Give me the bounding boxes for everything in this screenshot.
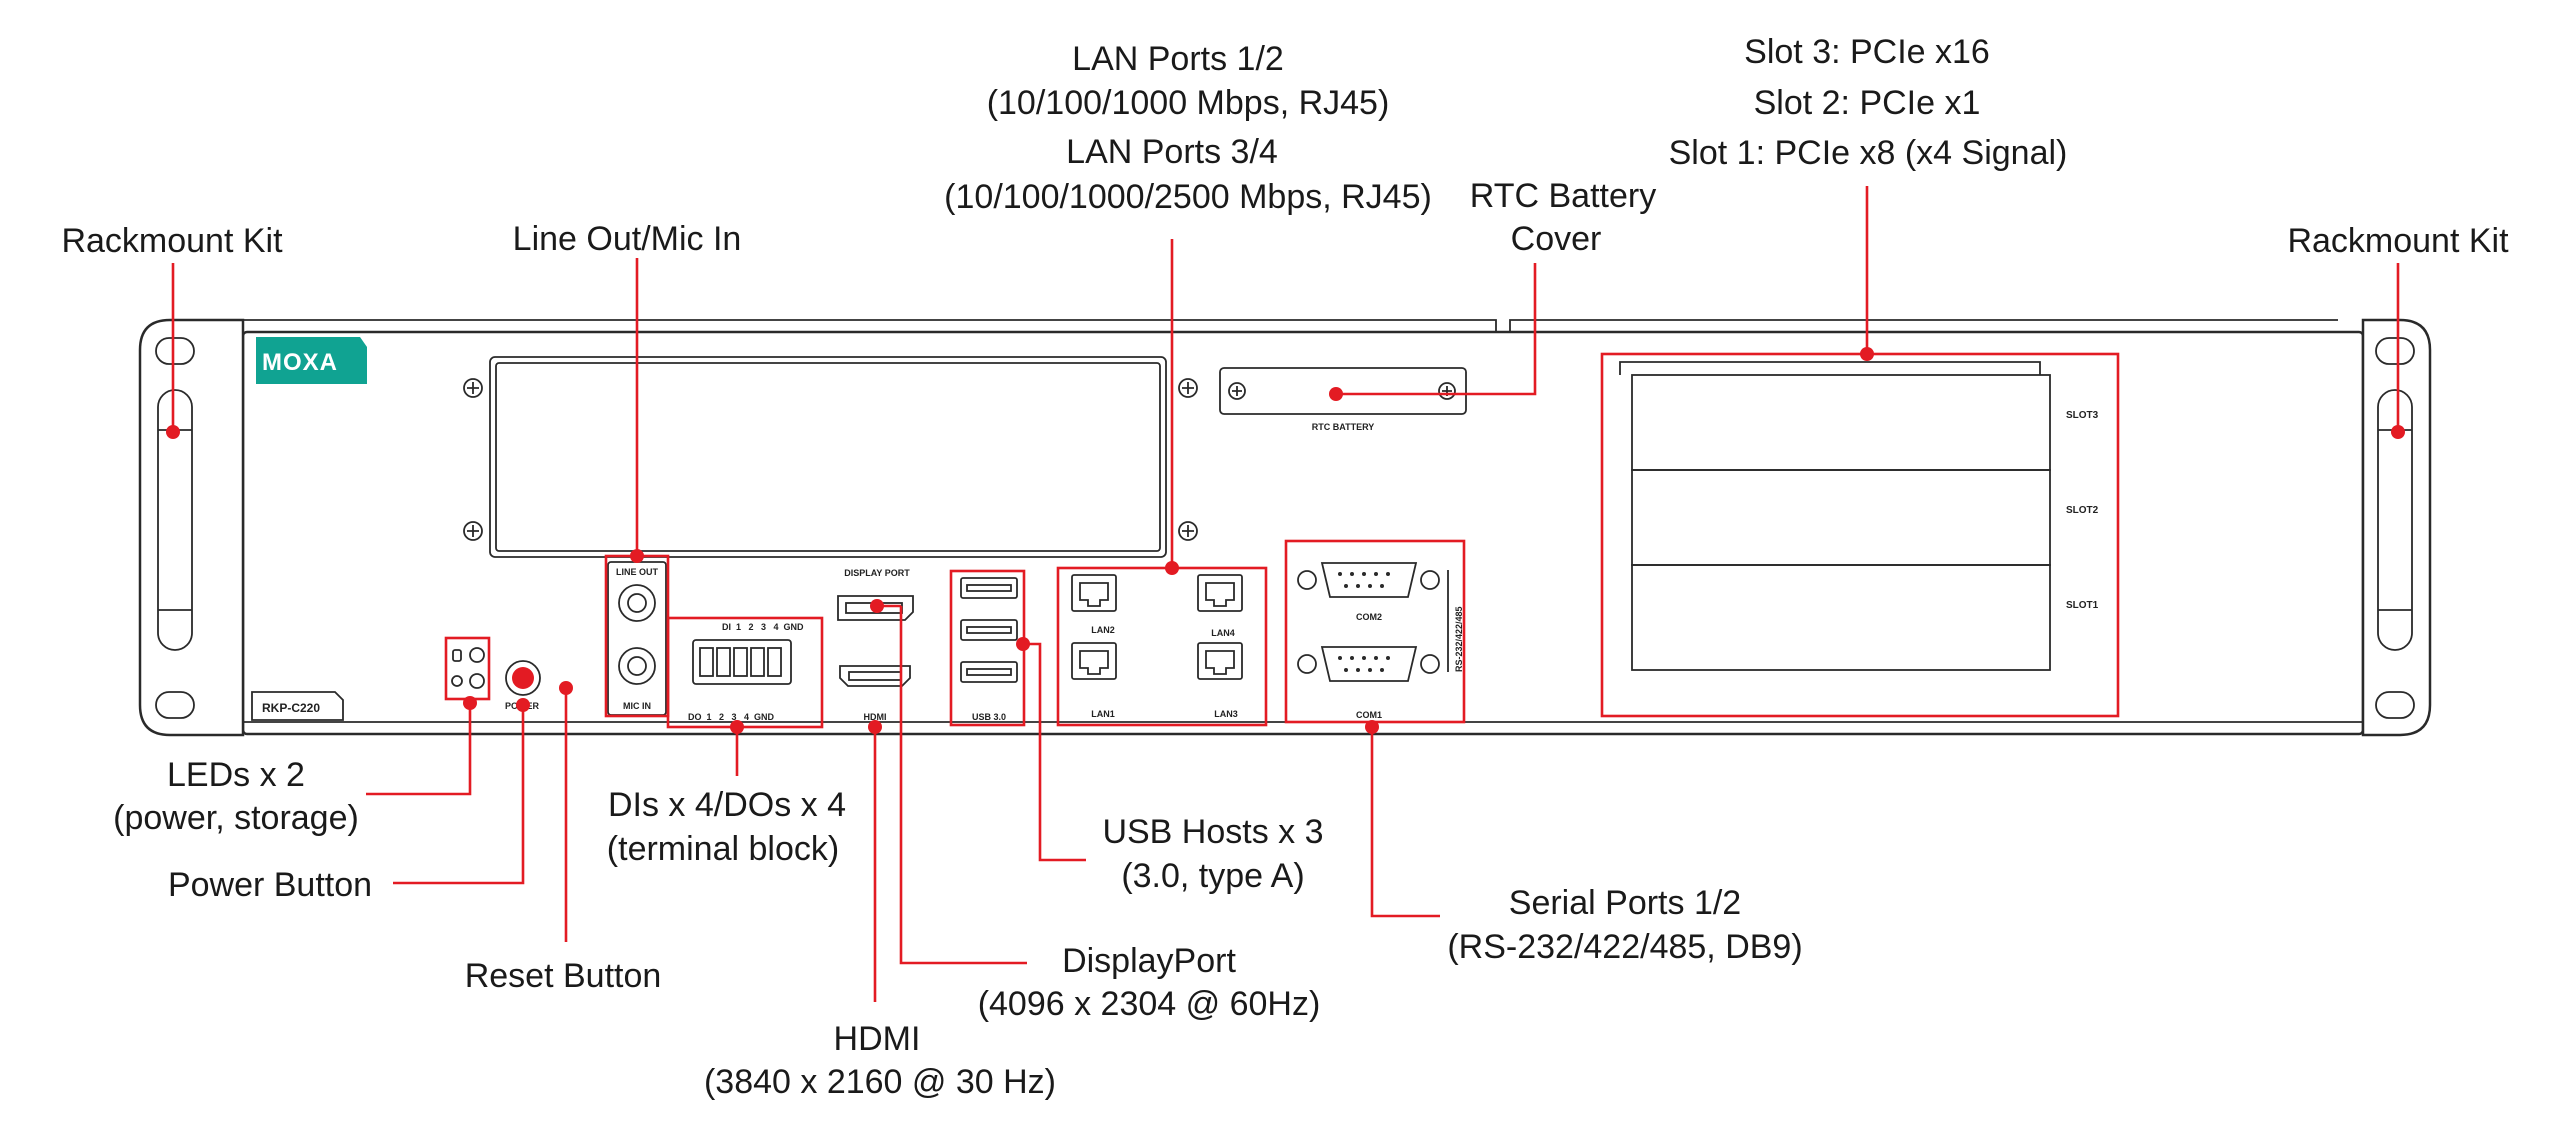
slot3-label: SLOT3 <box>2066 410 2099 421</box>
power-led-icon <box>451 675 463 687</box>
rack-ear-left <box>138 318 245 737</box>
hdmi-label: HDMI <box>864 712 887 722</box>
rack-ear-right <box>2361 318 2432 737</box>
storage-led-icon <box>452 649 462 662</box>
callout-labels: Rackmount Kit Line Out/Mic In LAN Ports … <box>61 33 2509 1101</box>
slot1-label: SLOT1 <box>2066 600 2099 611</box>
lan12-spec: (10/100/1000 Mbps, RJ45) <box>987 84 1390 122</box>
lan2-label: LAN2 <box>1091 625 1115 635</box>
slot3-callout: Slot 3: PCIe x16 <box>1744 33 1990 71</box>
rtc-label-line1: RTC Battery <box>1470 177 1656 215</box>
dio-highlight-box <box>666 616 824 729</box>
hdmi-label-line2: (3840 x 2160 @ 30 Hz) <box>704 1063 1056 1101</box>
screw <box>1178 521 1198 541</box>
line-out-jack <box>618 584 656 622</box>
mic-in-label: MIC IN <box>623 701 651 711</box>
reset-button-label: Reset Button <box>465 957 662 995</box>
hdmi-label-line1: HDMI <box>834 1020 921 1058</box>
rackmount-left-label: Rackmount Kit <box>61 222 283 260</box>
usb-label: USB 3.0 <box>972 712 1006 722</box>
lan12-title: LAN Ports 1/2 <box>1072 40 1284 78</box>
leader-lines <box>166 186 2405 1002</box>
storage-led <box>469 647 485 663</box>
model-label: RKP-C220 <box>262 701 320 715</box>
slot2-label: SLOT2 <box>2066 505 2099 516</box>
di-header: DI 1 2 3 4 GND <box>722 622 804 632</box>
usb-label-line2: (3.0, type A) <box>1121 857 1304 895</box>
serial-label-line2: (RS-232/422/485, DB9) <box>1447 928 1802 966</box>
storage-bay <box>463 356 1198 558</box>
lan-highlight-box <box>1056 566 1268 727</box>
rs-side-label: RS-232/422/485 <box>1454 606 1464 672</box>
lan4-port <box>1197 574 1243 612</box>
lan1-label: LAN1 <box>1091 709 1115 719</box>
logo-text: MOXA <box>262 349 338 376</box>
lan-ports: LAN2 LAN1 LAN4 LAN3 <box>1071 574 1243 719</box>
rackmount-right-label: Rackmount Kit <box>2287 222 2509 260</box>
screw <box>1228 382 1246 400</box>
lan4-label: LAN4 <box>1211 628 1235 638</box>
rtc-battery-cover: RTC BATTERY <box>1219 367 1467 432</box>
lan2-port <box>1071 574 1117 612</box>
do-header: DO 1 2 3 4 GND <box>688 712 775 722</box>
screw <box>1178 378 1198 398</box>
screw <box>463 521 483 541</box>
dio-label-line2: (terminal block) <box>607 830 839 868</box>
terminal-pins <box>699 647 782 677</box>
moxa-logo: MOXA <box>256 337 367 384</box>
dio-terminal-block: DI 1 2 3 4 GND DO 1 2 3 4 GND <box>688 622 804 722</box>
power-button-label: Power Button <box>168 866 372 904</box>
lan1-port <box>1071 642 1117 680</box>
com2-label: COM2 <box>1356 612 1382 622</box>
slot1-callout: Slot 1: PCIe x8 (x4 Signal) <box>1669 134 2068 172</box>
serial-ports: COM2 COM1 RS-232/422/485 <box>1297 562 1464 720</box>
displayport-label-line1: DisplayPort <box>1062 942 1236 980</box>
line-out-label: LINE OUT <box>616 567 659 577</box>
com2-port <box>1297 562 1440 598</box>
lan34-title: LAN Ports 3/4 <box>1066 133 1278 171</box>
mic-in-jack <box>618 647 656 685</box>
slot2-callout: Slot 2: PCIe x1 <box>1754 84 1981 122</box>
lan34-spec: (10/100/1000/2500 Mbps, RJ45) <box>944 178 1432 216</box>
line-out-mic-label: Line Out/Mic In <box>513 220 742 258</box>
model-tag: RKP-C220 <box>251 691 344 721</box>
rtc-battery-label: RTC BATTERY <box>1312 422 1375 432</box>
power-led <box>469 673 485 689</box>
screw <box>463 378 483 398</box>
usb-label-line1: USB Hosts x 3 <box>1102 813 1323 851</box>
com1-port <box>1297 646 1440 682</box>
usb-ports: USB 3.0 <box>960 577 1018 722</box>
com1-label: COM1 <box>1356 710 1382 720</box>
displayport-label-line2: (4096 x 2304 @ 60Hz) <box>978 985 1321 1023</box>
leds-label-line1: LEDs x 2 <box>167 756 305 794</box>
pcie-slot-area: SLOT3 SLOT2 SLOT1 <box>1619 361 2099 671</box>
rtc-label-line2: Cover <box>1511 220 1602 258</box>
lan3-port <box>1197 642 1243 680</box>
leds-label-line2: (power, storage) <box>113 799 359 837</box>
dio-label-line1: DIs x 4/DOs x 4 <box>608 786 846 824</box>
displayport-label: DISPLAY PORT <box>844 568 910 578</box>
lan3-label: LAN3 <box>1214 709 1238 719</box>
logo-badge <box>256 337 367 384</box>
led-indicators <box>451 647 485 689</box>
serial-label-line1: Serial Ports 1/2 <box>1509 884 1741 922</box>
